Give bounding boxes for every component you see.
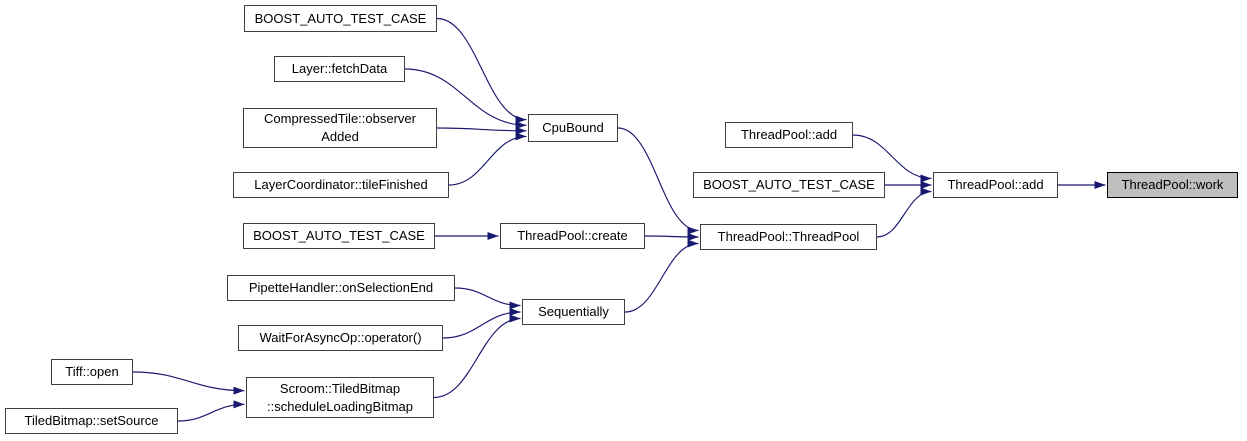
node-label: CompressedTile::observer Added xyxy=(264,111,416,144)
node-label: TiledBitmap::setSource xyxy=(24,413,159,429)
edge-batc-top-to-cpubound xyxy=(436,17,527,124)
graph-node-scroom-schedule[interactable]: Scroom::TiledBitmap ::scheduleLoadingBit… xyxy=(246,377,434,418)
node-label: Sequentially xyxy=(538,304,609,320)
node-label: Scroom::TiledBitmap ::scheduleLoadingBit… xyxy=(267,380,413,414)
node-label: ThreadPool::create xyxy=(517,228,628,244)
graph-node-pipettehandler-onselectionend[interactable]: PipetteHandler::onSelectionEnd xyxy=(227,275,455,301)
edge-sequentially-to-threadpool-threadpool xyxy=(624,239,699,313)
graph-node-compressedtile-observeradded[interactable]: CompressedTile::observer Added xyxy=(243,108,437,148)
edge-waitforasyncop-operator-to-sequentially xyxy=(442,308,521,339)
graph-node-sequentially[interactable]: Sequentially xyxy=(522,299,625,325)
edge-tiff-open-to-scroom-schedule xyxy=(132,371,245,395)
graph-node-batc-right[interactable]: BOOST_AUTO_TEST_CASE xyxy=(693,172,885,198)
graph-node-batc-top[interactable]: BOOST_AUTO_TEST_CASE xyxy=(244,5,437,32)
node-label: ThreadPool::add xyxy=(740,127,838,143)
edge-layercoordinator-tilefinished-to-cpubound xyxy=(448,132,527,186)
edge-tiledbitmap-setsource-to-scroom-schedule xyxy=(177,400,245,422)
node-label: CpuBound xyxy=(542,120,604,136)
graph-node-layercoordinator-tilefinished[interactable]: LayerCoordinator::tileFinished xyxy=(233,172,449,198)
node-label: WaitForAsyncOp::operator() xyxy=(259,330,422,346)
edge-compressedtile-observeradded-to-cpubound xyxy=(436,126,527,135)
node-label: BOOST_AUTO_TEST_CASE xyxy=(254,10,427,26)
graph-node-batc-mid[interactable]: BOOST_AUTO_TEST_CASE xyxy=(243,223,435,249)
node-label: ThreadPool::work xyxy=(1121,177,1224,193)
graph-node-layer-fetchdata[interactable]: Layer::fetchData xyxy=(274,56,405,82)
graph-node-tiff-open[interactable]: Tiff::open xyxy=(51,359,133,385)
edge-threadpool-create-to-threadpool-threadpool xyxy=(644,232,699,241)
edge-cpubound-to-threadpool-threadpool xyxy=(617,127,699,235)
graph-node-tiledbitmap-setsource[interactable]: TiledBitmap::setSource xyxy=(5,408,178,434)
edge-pipettehandler-onselectionend-to-sequentially xyxy=(454,287,521,310)
node-label: PipetteHandler::onSelectionEnd xyxy=(248,280,434,296)
edge-scroom-schedule-to-sequentially xyxy=(433,314,521,399)
graph-node-cpubound[interactable]: CpuBound xyxy=(528,114,618,142)
node-label: Tiff::open xyxy=(65,364,119,380)
graph-node-threadpool-create[interactable]: ThreadPool::create xyxy=(500,223,645,249)
graph-node-threadpool-threadpool[interactable]: ThreadPool::ThreadPool xyxy=(700,224,877,250)
node-label: ThreadPool::add xyxy=(947,177,1044,193)
node-label: LayerCoordinator::tileFinished xyxy=(254,177,428,193)
node-label: ThreadPool::ThreadPool xyxy=(717,229,860,245)
graph-node-threadpool-add[interactable]: ThreadPool::add xyxy=(933,172,1058,198)
node-label: Layer::fetchData xyxy=(291,61,388,77)
graph-node-waitforasyncop-operator[interactable]: WaitForAsyncOp::operator() xyxy=(238,325,443,351)
node-label: BOOST_AUTO_TEST_CASE xyxy=(253,228,425,244)
graph-node-threadpool-work: ThreadPool::work xyxy=(1107,172,1238,198)
graph-node-threadpool-add-caller[interactable]: ThreadPool::add xyxy=(725,122,853,148)
edge-threadpool-threadpool-to-threadpool-add xyxy=(876,187,932,238)
node-label: BOOST_AUTO_TEST_CASE xyxy=(703,177,875,193)
